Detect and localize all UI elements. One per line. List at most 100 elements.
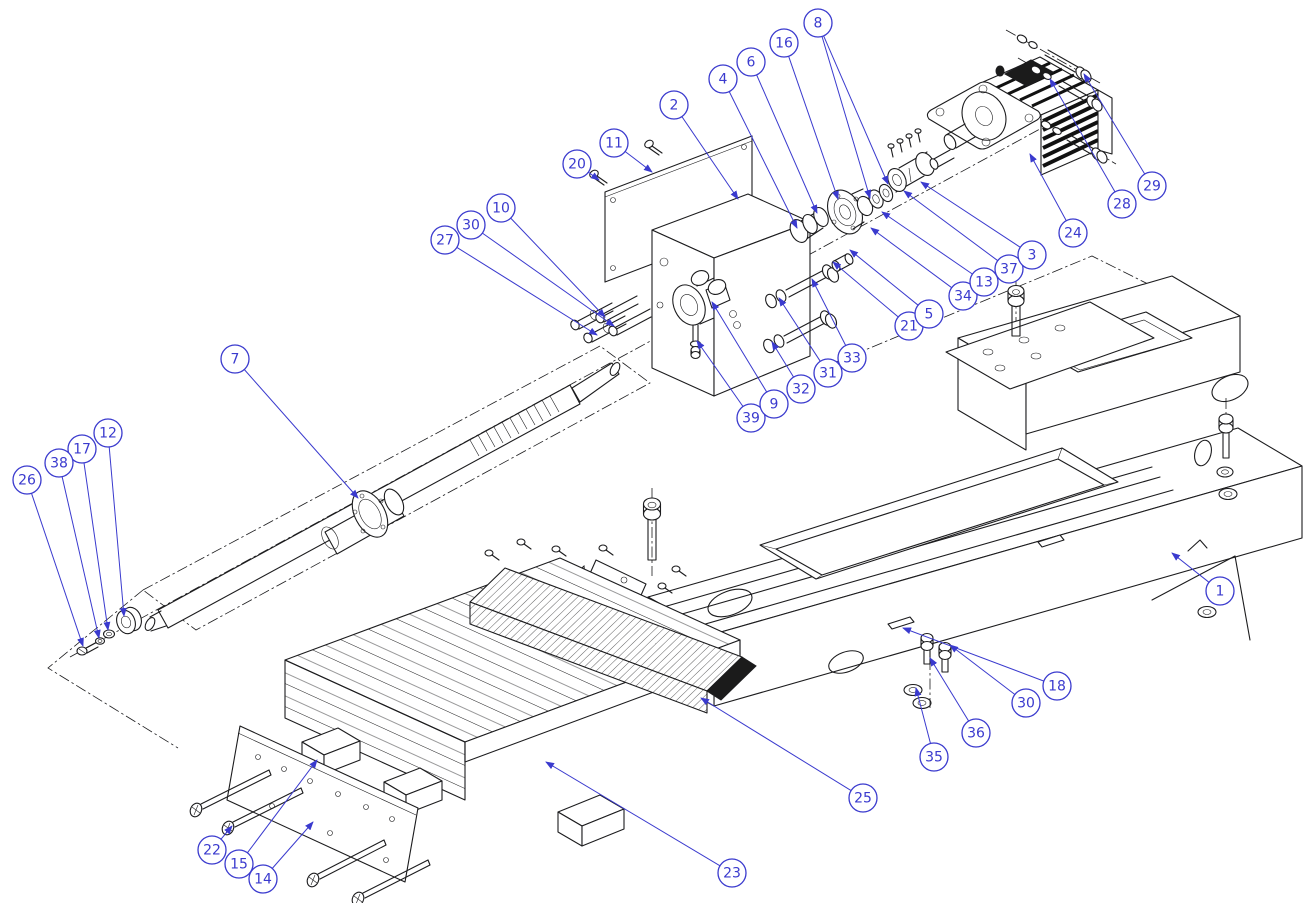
balloon-29: 29 [1083, 73, 1167, 201]
leader-line [246, 759, 318, 854]
balloon-number: 37 [1000, 262, 1018, 278]
balloon-number: 12 [99, 426, 117, 442]
pan-head-screw [351, 859, 431, 903]
balloon-circle [786, 374, 816, 404]
balloon-circle [224, 849, 254, 879]
balloon-number: 26 [18, 473, 36, 489]
balloon-circle [1011, 688, 1041, 718]
button-screws [484, 538, 687, 594]
leader-line [920, 181, 1021, 248]
balloon-2: 2 [659, 90, 739, 200]
balloon-10: 10 [486, 193, 606, 318]
balloon-circle [948, 281, 978, 311]
balloon-16: 16 [769, 28, 839, 200]
balloon-number: 38 [50, 456, 68, 472]
balloon-number: 18 [1048, 679, 1066, 695]
leader-line [788, 56, 839, 200]
balloon-1: 1 [1171, 552, 1235, 606]
balloon-number: 16 [775, 36, 793, 52]
leader-line [903, 190, 999, 262]
leader-line [1171, 552, 1210, 583]
balloon-8: 8 [803, 8, 889, 199]
end-plate [226, 725, 419, 883]
cap-screw-with-washers [763, 310, 838, 354]
balloon-number: 31 [819, 366, 837, 382]
balloon-circle [848, 783, 878, 813]
balloon-20: 20 [562, 149, 600, 181]
leader-line [902, 627, 1045, 682]
block-mounting-screws [570, 295, 652, 344]
socket-screw [1216, 413, 1238, 501]
balloon-circle [708, 64, 738, 94]
shaft-clamp-collar [672, 270, 731, 360]
leader-line [771, 341, 795, 378]
balloon-circle [12, 465, 42, 495]
balloon-circle [456, 210, 486, 240]
balloon-37: 37 [903, 190, 1024, 284]
balloon-15: 15 [224, 759, 318, 879]
leader-line [870, 227, 952, 289]
leader-line [545, 761, 721, 867]
leader-line [681, 116, 739, 200]
balloon-24: 24 [1029, 153, 1088, 248]
balloon-number: 39 [742, 411, 760, 427]
balloon-35: 35 [914, 687, 949, 772]
balloon-number: 1 [1216, 584, 1225, 600]
leader-line [624, 151, 653, 173]
balloon-circle [717, 858, 747, 888]
balloon-number: 9 [770, 397, 779, 413]
leader-line [243, 369, 359, 499]
balloon-circle [599, 128, 629, 158]
cap-screw-with-washers [765, 264, 840, 309]
balloon-circle [837, 343, 867, 373]
balloon-number: 35 [925, 750, 943, 766]
balloon-circle [769, 28, 799, 58]
balloon-7: 7 [220, 344, 359, 499]
balloon-circle [994, 254, 1024, 284]
bellows-compressed [469, 567, 757, 714]
cap-screw [570, 302, 614, 331]
leader-line [456, 246, 598, 336]
ballscrew-assembly [144, 361, 621, 632]
leader-line [711, 301, 768, 393]
balloon-number: 30 [462, 218, 480, 234]
leader-line [31, 493, 84, 647]
balloon-6: 6 [736, 47, 818, 214]
balloon-23: 23 [545, 761, 747, 888]
leader-line [696, 340, 744, 407]
leader-line [271, 821, 314, 869]
balloon-circle [197, 835, 227, 865]
balloon-number: 2 [670, 98, 679, 114]
leader-line [220, 825, 233, 840]
balloon-number: 36 [967, 726, 985, 742]
balloon-27: 27 [430, 225, 598, 336]
balloon-33: 33 [811, 278, 867, 373]
pan-head-screw [189, 769, 272, 818]
balloon-39: 39 [696, 340, 766, 433]
leader-line [914, 687, 931, 744]
balloon-number: 25 [854, 791, 872, 807]
balloon-number: 6 [747, 55, 756, 71]
screw-washer-set [1030, 65, 1103, 112]
cap-screw [595, 295, 639, 324]
leader-line [588, 171, 600, 181]
balloon-number: 28 [1113, 197, 1131, 213]
balloon-36: 36 [929, 657, 991, 748]
leader-line [811, 278, 847, 346]
balloon-number: 20 [568, 157, 586, 173]
plate-screw [589, 169, 608, 186]
balloon-12: 12 [93, 418, 127, 617]
balloon-9: 9 [711, 301, 789, 419]
balloon-circle [914, 299, 944, 329]
balloon-number: 33 [843, 351, 861, 367]
balloon-circle [1107, 189, 1137, 219]
balloon-number: 4 [719, 72, 728, 88]
leader-line [821, 36, 872, 199]
balloon-circle [486, 193, 516, 223]
balloon-5: 5 [849, 249, 944, 329]
block-side-screws [763, 253, 854, 354]
leader-line [778, 297, 821, 362]
leader-line [482, 232, 615, 327]
balloon-circle [803, 8, 833, 38]
